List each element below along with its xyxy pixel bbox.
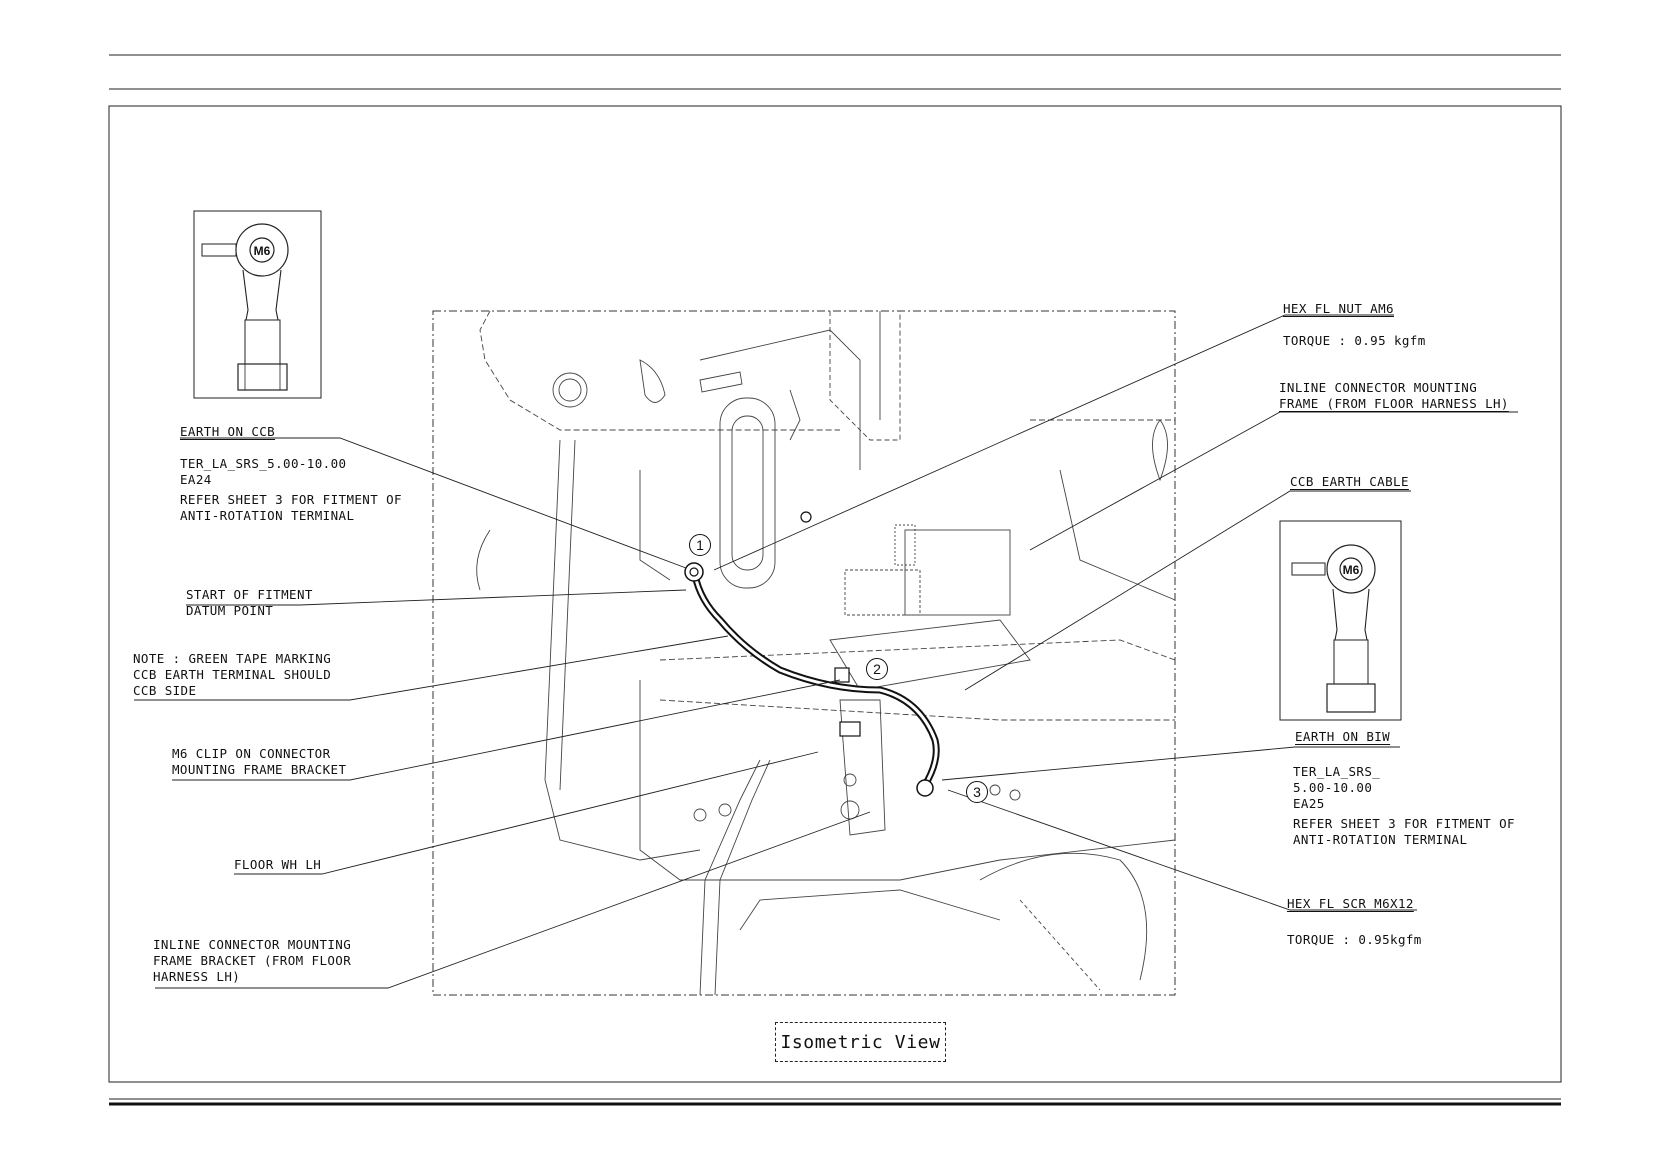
start-of-fitment-line2: DATUM POINT [186,603,274,618]
earth-on-biw-code: EA25 [1293,796,1325,811]
earth-on-biw-title: EARTH ON BIW [1295,729,1391,744]
green-tape-note-line3: CCB SIDE [133,683,197,698]
earth-on-ccb-part: TER_LA_SRS_5.00-10.00 [180,456,347,471]
leader-inline-bracket [155,811,871,989]
earth-on-ccb-note2: ANTI-ROTATION TERMINAL [180,508,355,523]
leader-hex-screw [947,789,1417,911]
leader-ccb-earth-cable [964,490,1411,691]
balloon-2: 2 [866,658,888,680]
earth-on-biw-part1: TER_LA_SRS_ [1293,764,1381,779]
leader-m6-clip [172,679,841,781]
green-tape-note-line2: CCB EARTH TERMINAL SHOULD [133,667,332,682]
hex-nut-title: HEX FL NUT AM6 [1283,301,1394,316]
ccb-earth-cable-title: CCB EARTH CABLE [1290,474,1409,489]
view-boundary [432,310,1176,996]
earth-on-ccb-code: EA24 [180,472,212,487]
inline-bracket-line1: INLINE CONNECTOR MOUNTING [153,937,352,952]
inline-frame-line2: FRAME (FROM FLOOR HARNESS LH) [1279,396,1509,411]
leader-lines [134,314,1518,989]
inline-frame-line1: INLINE CONNECTOR MOUNTING [1279,380,1478,395]
balloon-1: 1 [689,534,711,556]
leader-earth-on-biw [941,746,1400,781]
terminal-inset-left: M6 [193,210,322,399]
earth-on-biw-note1: REFER SHEET 3 FOR FITMENT OF [1293,816,1515,831]
ccb-earth-cable-drawing [684,511,940,797]
terminal-inset-right: M6 [1279,520,1402,721]
leader-earth-on-ccb [180,437,687,569]
m6-clip-line1: M6 CLIP ON CONNECTOR [172,746,331,761]
leader-hex-nut [713,314,1394,571]
earth-on-ccb-note1: REFER SHEET 3 FOR FITMENT OF [180,492,402,507]
leader-floor-wh [234,751,819,875]
body-structure [476,310,1176,996]
inline-bracket-line2: FRAME BRACKET (FROM FLOOR [153,953,352,968]
hex-screw-title: HEX FL SCR M6X12 [1287,896,1414,911]
earth-on-biw-part2: 5.00-10.00 [1293,780,1373,795]
inset-left-stud-label: M6 [254,244,271,258]
earth-on-biw-note2: ANTI-ROTATION TERMINAL [1293,832,1468,847]
inset-right-stud-label: M6 [1343,563,1360,577]
hex-screw-torque: TORQUE : 0.95kgfm [1287,932,1422,947]
view-title: Isometric View [775,1022,946,1062]
drawing-frame [108,105,1562,1083]
leader-green-tape [134,635,729,701]
floor-wh-label: FLOOR WH LH [234,857,322,872]
balloon-3: 3 [966,781,988,803]
hex-nut-torque: TORQUE : 0.95 kgfm [1283,333,1426,348]
earth-on-ccb-title: EARTH ON CCB [180,424,276,439]
m6-clip-line2: MOUNTING FRAME BRACKET [172,762,347,777]
green-tape-note-line1: NOTE : GREEN TAPE MARKING [133,651,332,666]
inline-bracket-line3: HARNESS LH) [153,969,241,984]
leader-start-of-fitment [186,589,687,606]
start-of-fitment-line1: START OF FITMENT [186,587,313,602]
leader-inline-frame [1029,411,1518,551]
